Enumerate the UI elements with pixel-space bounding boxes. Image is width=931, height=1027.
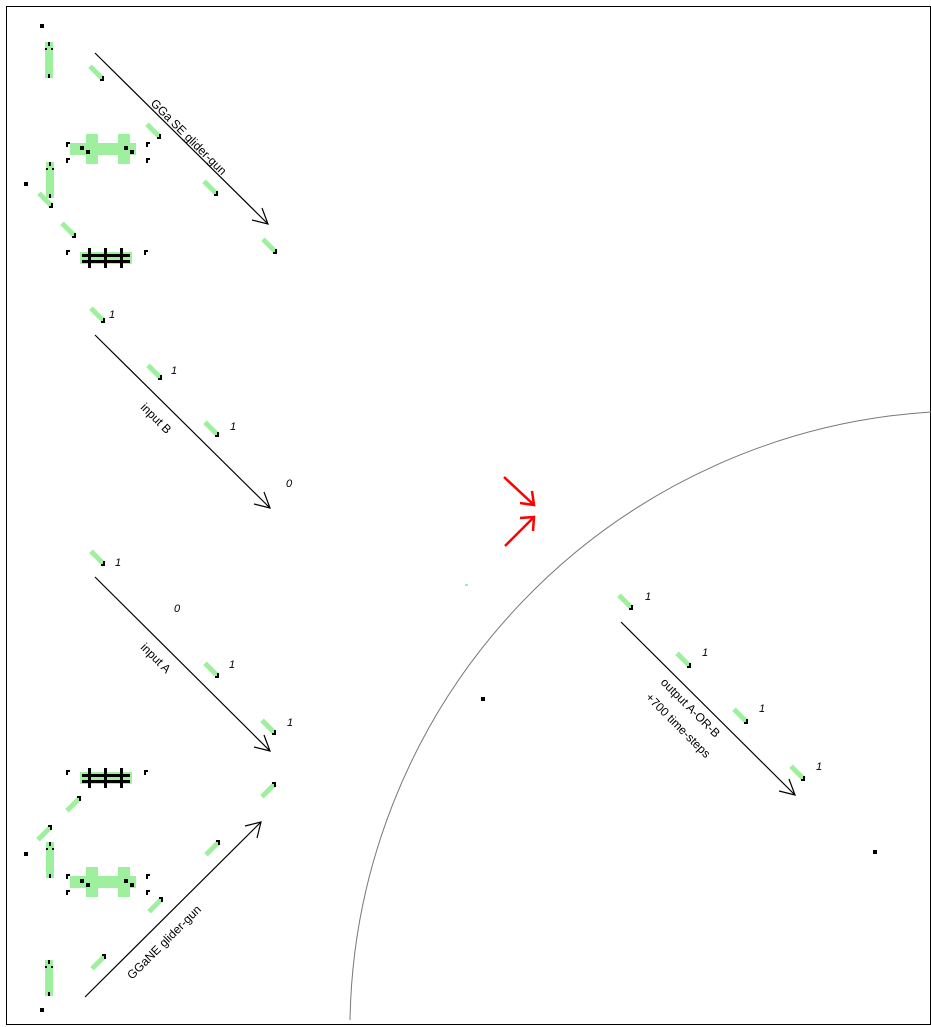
input-b-arrow <box>94 334 271 509</box>
output-arrow <box>620 621 796 796</box>
diagram-frame <box>6 6 931 1025</box>
output-bit: 1 <box>645 591 651 603</box>
ne-glider-gun: GGaNE glider-gun <box>24 768 277 1012</box>
input-b-stream: 1 1 1 0 input B <box>89 306 293 509</box>
output-bit: 1 <box>759 703 765 715</box>
input-b-bit: 1 <box>109 309 115 321</box>
gun-ne-arrow <box>84 821 262 998</box>
input-a-arrow <box>94 576 271 752</box>
gun-reflector-top <box>66 134 150 164</box>
input-b-label: input B <box>138 400 174 436</box>
output-bit: 1 <box>702 647 708 659</box>
input-a-label: input A <box>138 640 174 676</box>
input-a-bit: 1 <box>287 717 293 729</box>
input-a-bit: 1 <box>115 557 121 569</box>
gun-ne-label: GGaNE glider-gun <box>124 902 204 982</box>
gun-hash-block-top <box>66 248 148 268</box>
gun-reflector-bottom <box>66 867 150 897</box>
input-b-bit: 1 <box>171 365 177 377</box>
collision-indicator <box>503 476 536 547</box>
input-a-bit: 0 <box>174 603 181 615</box>
output-bit: 1 <box>816 761 822 773</box>
output-stream: 1 1 1 1 output A-OR-B +700 time-steps <box>617 591 822 796</box>
gun-se-arrow <box>94 52 269 225</box>
input-a-stream: 1 0 1 1 input A <box>89 549 293 752</box>
input-a-bit: 1 <box>229 659 235 671</box>
input-b-bit: 0 <box>286 478 293 490</box>
input-b-bit: 1 <box>230 421 236 433</box>
gun-hash-block-bottom <box>66 768 148 788</box>
output-region-arc <box>349 411 931 1021</box>
se-glider-gun: GGa SE glider-gun <box>24 24 278 268</box>
